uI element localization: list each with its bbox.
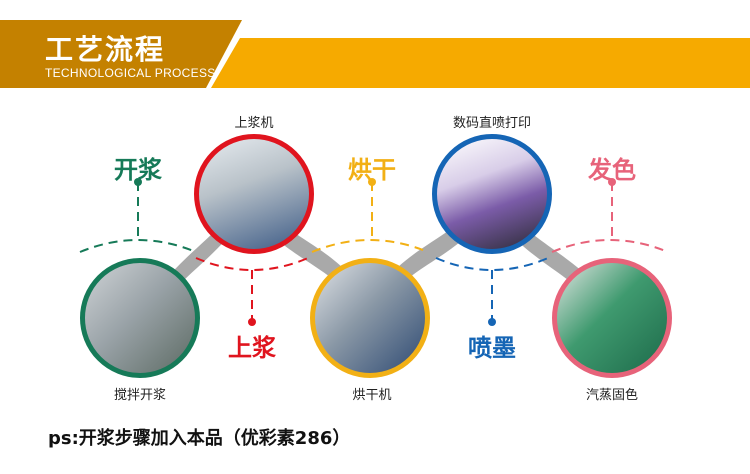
step-label-shangjiang: 上浆 xyxy=(228,334,276,362)
page-title: 工艺流程 xyxy=(45,33,166,66)
photo-sizing-machine xyxy=(194,134,314,254)
photo-drying-machine xyxy=(310,258,430,378)
step-label-fase: 发色 xyxy=(588,156,636,184)
caption-steaming: 汽蒸固色 xyxy=(585,388,639,403)
photo-mixing-tank xyxy=(80,258,200,378)
photo-digital-printer xyxy=(432,134,552,254)
photo-steamer xyxy=(552,258,672,378)
caption-printing: 数码直喷打印 xyxy=(452,116,532,131)
page-subtitle: TECHNOLOGICAL PROCESS xyxy=(45,66,216,80)
caption-mixing: 搅拌开浆 xyxy=(113,388,167,403)
header-banner xyxy=(0,20,750,88)
caption-sizing: 上浆机 xyxy=(234,116,274,131)
step-label-honggan: 烘干 xyxy=(348,156,396,184)
footer-note: ps:开浆步骤加入本品（优彩素286） xyxy=(48,428,351,449)
step-label-penmo: 喷墨 xyxy=(468,334,516,362)
step-label-kaijiang: 开浆 xyxy=(114,156,162,184)
caption-drying: 烘干机 xyxy=(352,388,392,403)
